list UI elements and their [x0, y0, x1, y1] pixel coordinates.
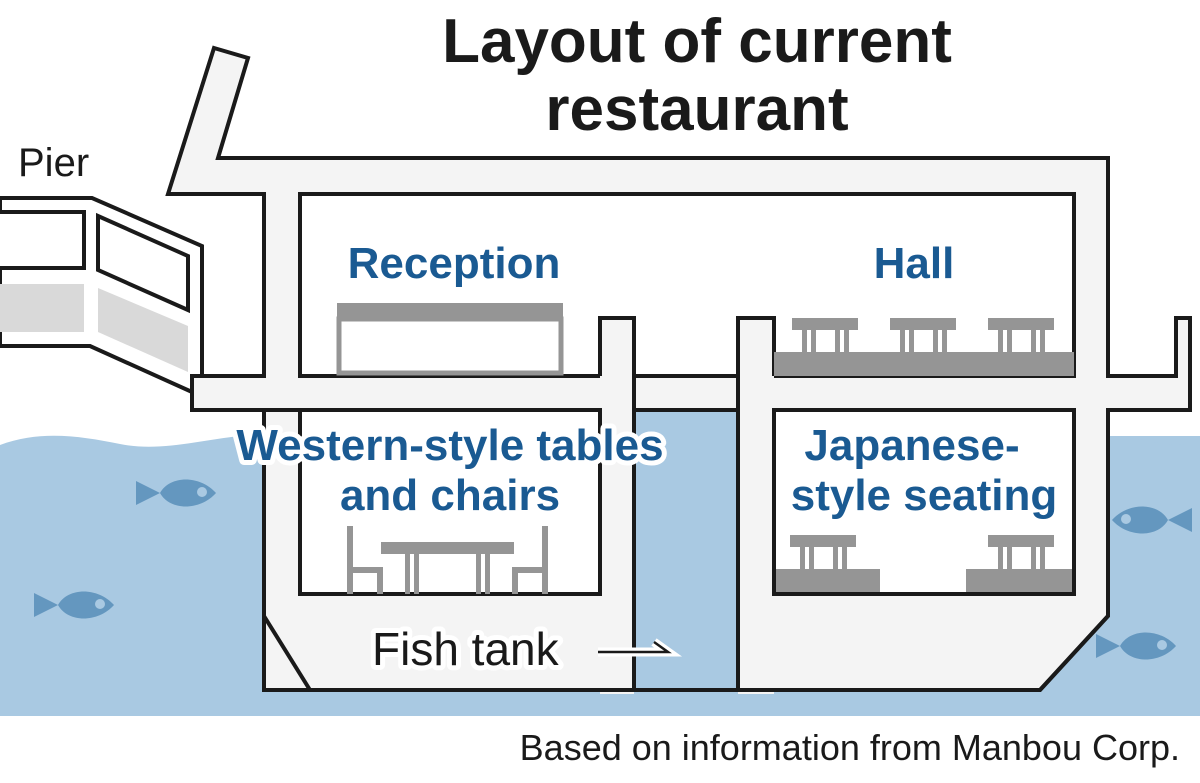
- western-furniture: [347, 526, 548, 594]
- pier-window: [96, 212, 190, 314]
- reception-label: Reception: [348, 239, 561, 288]
- fish-icon: [34, 591, 114, 619]
- japanese-label-halo: Japanese-: [804, 421, 1019, 470]
- japanese-seating: [776, 569, 1072, 592]
- title-line-1: Layout of current: [442, 7, 952, 76]
- pier-panel: [98, 288, 188, 372]
- pier: [0, 196, 204, 396]
- western-label-halo: Western-style tables: [236, 421, 663, 470]
- table-icon: [790, 535, 856, 569]
- reception-desk: [336, 303, 564, 376]
- fish-icon: [1096, 632, 1176, 660]
- table-icon: [792, 318, 858, 352]
- fish-tank-label: Fish tank: [372, 623, 560, 675]
- western-label-line-1: Western-style tables: [236, 421, 663, 470]
- hall-label: Hall: [874, 239, 955, 288]
- table-icon: [890, 318, 956, 352]
- pier-label: Pier: [18, 141, 89, 185]
- pier-window: [0, 210, 86, 270]
- table-icon: [988, 535, 1054, 569]
- fish-icon: [136, 479, 216, 507]
- western-label-line-2: and chairs: [340, 471, 560, 520]
- water-right-wave: [1110, 436, 1200, 460]
- pier-panel: [0, 284, 84, 332]
- chair-icon: [347, 526, 353, 594]
- arrow-icon: [598, 638, 683, 657]
- title-line-2: restaurant: [545, 75, 848, 144]
- western-label-halo: and chairs: [340, 471, 560, 520]
- fish-tank: [632, 408, 740, 692]
- japanese-label-line-1: Japanese-: [804, 421, 1019, 470]
- hall-seating: [774, 352, 1074, 376]
- fish-icon: [1112, 506, 1192, 534]
- table-icon: [988, 318, 1054, 352]
- japanese-label-halo: style seating: [791, 471, 1058, 520]
- source-note: Based on information from Manbou Corp.: [520, 727, 1180, 768]
- table-icon: [381, 542, 514, 554]
- japanese-label-line-2: style seating: [791, 471, 1058, 520]
- japanese-room: [772, 408, 1076, 596]
- chair-icon: [542, 526, 548, 594]
- fish-tank-label-halo: Fish tank: [372, 623, 560, 675]
